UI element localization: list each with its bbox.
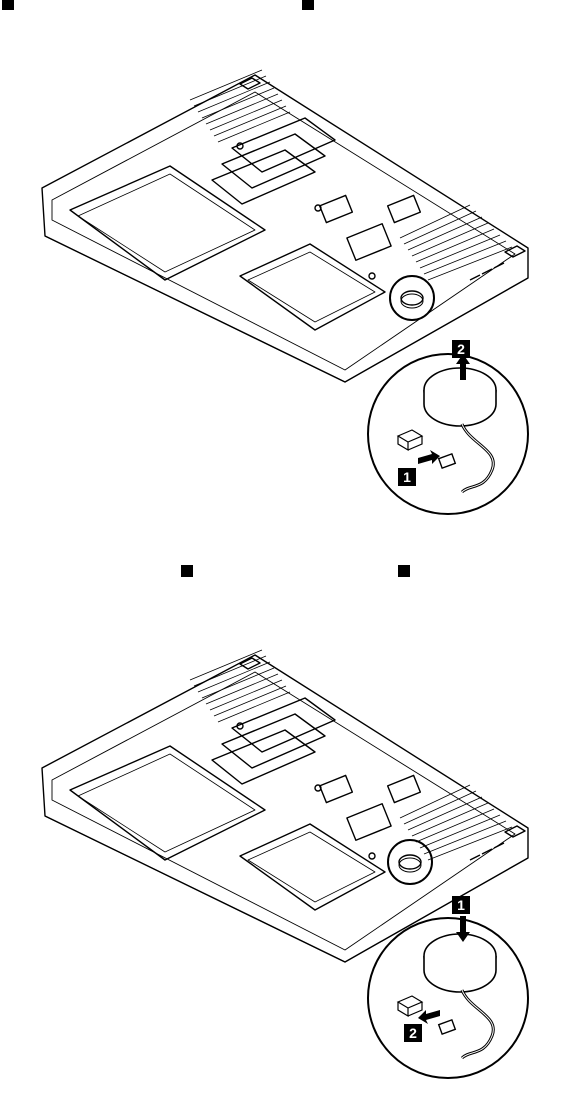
figure-install-battery: 1 2 bbox=[0, 620, 581, 1110]
laptop-base-illustration bbox=[42, 70, 528, 382]
battery-detail-callout-2: 1 2 bbox=[368, 896, 528, 1078]
step-marker-top-right bbox=[302, 0, 314, 10]
battery-callout-small-2 bbox=[388, 840, 432, 884]
install-step-label-1: 1 bbox=[457, 897, 465, 913]
step-marker-top-left bbox=[2, 0, 14, 10]
install-step-label-2: 2 bbox=[409, 1025, 417, 1041]
step-label-2: 2 bbox=[457, 341, 465, 357]
step-label-1: 1 bbox=[403, 469, 411, 485]
laptop-base-illustration-2 bbox=[42, 650, 528, 962]
battery-callout-small bbox=[390, 276, 434, 320]
figure-remove-battery: 1 2 bbox=[0, 40, 581, 570]
battery-detail-callout: 1 2 bbox=[368, 340, 528, 514]
